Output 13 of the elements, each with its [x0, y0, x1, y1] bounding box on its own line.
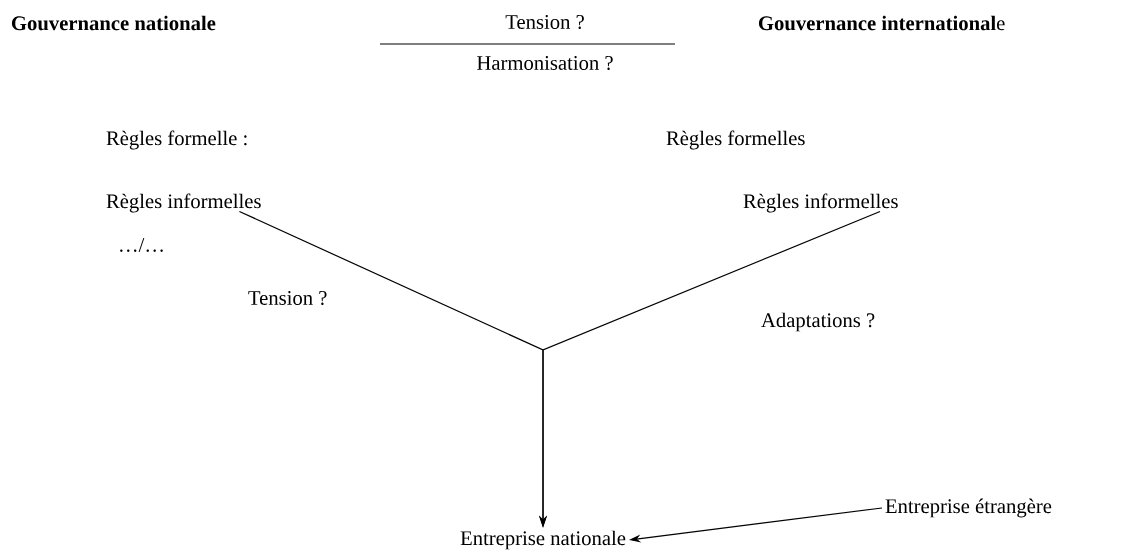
annotation-text: Tension ?	[248, 291, 327, 305]
heading: Gouvernance internationale	[758, 15, 1005, 31]
annotation-text: Adaptations ?	[761, 312, 875, 332]
node-text: Entreprise nationale	[460, 530, 626, 550]
node-text: Règles informelles	[743, 193, 898, 213]
ellipsis-text: …/…	[120, 238, 163, 252]
ratio-text: Harmonisation ?	[477, 56, 613, 70]
label-text: Règles formelle :	[106, 130, 247, 150]
ratio-text: Tension ?	[505, 15, 584, 29]
node-text: Entreprise étrangère	[885, 498, 1052, 518]
node-text: Règles informelles	[106, 193, 261, 213]
label-text: Règles formelles	[666, 130, 805, 150]
heading: Gouvernance nationale	[11, 15, 216, 31]
